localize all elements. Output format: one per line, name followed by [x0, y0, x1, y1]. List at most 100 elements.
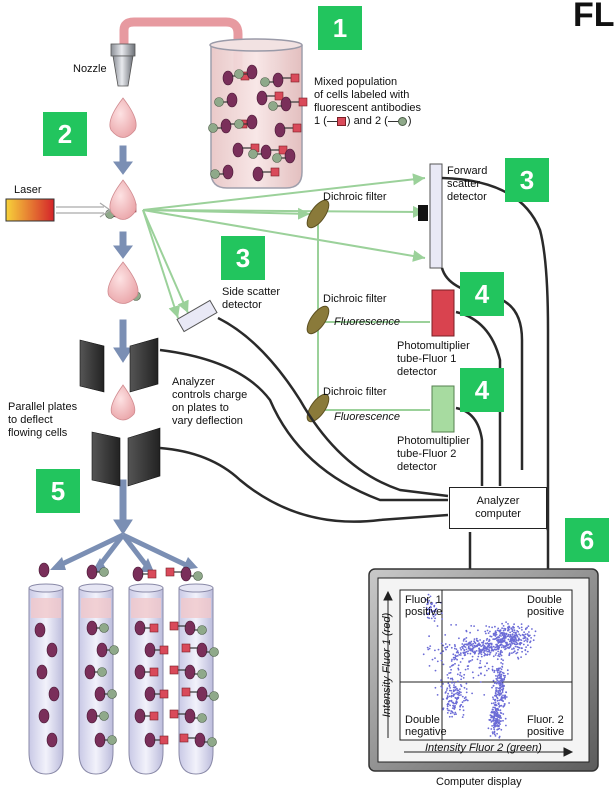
- scatter-dot: [511, 630, 514, 633]
- scatter-dot: [440, 685, 443, 688]
- scatter-dot: [515, 631, 517, 634]
- test-tube-icon: [78, 587, 114, 775]
- scatter-dot: [497, 677, 499, 680]
- scatter-dot: [456, 689, 459, 691]
- scatter-dot: [455, 624, 457, 626]
- scatter-dot: [525, 653, 527, 656]
- scatter-dot: [499, 686, 502, 689]
- scatter-dot: [491, 715, 494, 718]
- scatter-dot: [490, 635, 493, 638]
- scatter-dot: [458, 653, 461, 656]
- scatter-dot: [439, 601, 442, 604]
- scatter-dot: [434, 617, 436, 620]
- test-tube-icon: [178, 587, 214, 775]
- scatter-dot: [452, 686, 455, 689]
- scatter-dot: [505, 647, 507, 650]
- scatter-dot: [496, 693, 499, 696]
- scatter-dot: [454, 711, 457, 714]
- scatter-dot: [488, 653, 491, 656]
- scatter-dot: [507, 646, 510, 649]
- scatter-dot: [485, 625, 488, 627]
- scatter-dot: [502, 713, 505, 715]
- scatter-dot: [484, 647, 487, 650]
- scatter-dot: [496, 679, 499, 682]
- scatter-dot: [502, 629, 505, 632]
- scatter-dot: [499, 687, 501, 690]
- scatter-dot: [457, 667, 460, 670]
- scatter-dot: [431, 602, 434, 604]
- scatter-dot: [442, 698, 445, 700]
- antibody-1-icon: [159, 735, 169, 745]
- scatter-dot: [510, 635, 512, 638]
- cell-icon: [252, 166, 264, 182]
- scatter-dot: [478, 650, 480, 652]
- scatter-dot: [520, 656, 522, 658]
- forward-scatter-label: Forward scatter detector: [447, 165, 488, 203]
- cell-icon: [180, 566, 192, 582]
- scatter-dot: [495, 695, 498, 698]
- scatter-dot: [493, 682, 496, 684]
- scatter-dot: [449, 671, 452, 674]
- scatter-dot: [475, 637, 478, 640]
- scatter-dot: [493, 671, 496, 673]
- scatter-dot: [494, 637, 497, 640]
- scatter-dot: [485, 646, 488, 649]
- mixed-population-label: Mixed population of cells labeled with f…: [314, 76, 422, 127]
- step-badge-5: 5: [36, 469, 80, 513]
- scatter-dot: [499, 672, 501, 674]
- scatter-dot: [507, 623, 509, 625]
- cell-icon: [246, 64, 258, 80]
- scatter-dot: [505, 645, 508, 647]
- scatter-dot: [490, 728, 493, 730]
- cell-icon: [144, 642, 156, 658]
- scatter-dot: [499, 631, 501, 633]
- cell-icon: [226, 92, 238, 108]
- scatter-dot: [459, 705, 461, 708]
- scatter-dot: [458, 690, 461, 693]
- laser-icon: [5, 198, 55, 222]
- scatter-dot: [479, 662, 481, 665]
- scatter-dot: [497, 714, 499, 716]
- scatter-dot: [482, 648, 485, 650]
- scatter-dot: [446, 695, 449, 697]
- scatter-dot: [490, 721, 493, 723]
- scatter-dot: [496, 687, 498, 689]
- scatter-dot: [492, 726, 495, 729]
- cell-icon: [194, 732, 206, 748]
- scatter-dot: [452, 689, 455, 692]
- step-badge-4-fluor1: 4: [460, 272, 504, 316]
- scatter-dot: [444, 643, 447, 645]
- scatter-dot: [442, 663, 445, 666]
- scatter-dot: [507, 673, 509, 675]
- scatter-dot: [428, 665, 431, 667]
- scatter-dot: [511, 639, 514, 641]
- scatter-dot: [525, 646, 527, 648]
- antibody-2-icon: [107, 689, 117, 699]
- scatter-dot: [451, 658, 453, 661]
- step-badge-3-side: 3: [221, 236, 265, 280]
- antibody-1-icon: [181, 643, 191, 653]
- scatter-dot: [493, 699, 496, 702]
- antibody-2-icon: [268, 101, 278, 111]
- scatter-dot: [498, 694, 501, 697]
- antibody-2-icon: [214, 97, 224, 107]
- scatter-dot: [452, 712, 454, 714]
- scatter-dot: [462, 640, 465, 642]
- scatter-dot: [434, 649, 436, 652]
- cell-icon: [144, 732, 156, 748]
- scatter-dot: [499, 633, 502, 635]
- scatter-dot: [496, 699, 499, 702]
- scatter-dot: [526, 640, 529, 643]
- sort-branch-arrows: [58, 532, 188, 568]
- scatter-dot: [501, 680, 504, 682]
- scatter-dot: [428, 611, 431, 614]
- scatter-dot: [480, 648, 482, 651]
- scatter-dot: [516, 634, 518, 637]
- cell-icon: [48, 686, 60, 702]
- scatter-dot: [460, 678, 462, 681]
- scatter-dot: [492, 649, 494, 652]
- scatter-dot: [448, 689, 451, 692]
- scatter-dot: [496, 732, 498, 735]
